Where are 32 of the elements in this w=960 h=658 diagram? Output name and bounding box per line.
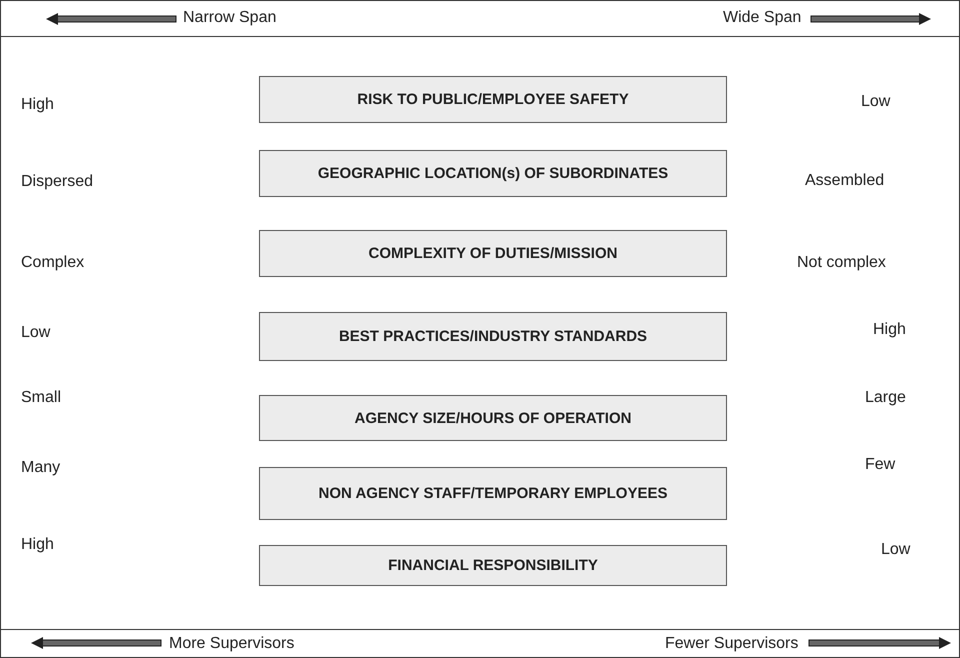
factor-label: FINANCIAL RESPONSIBILITY	[388, 557, 598, 574]
factor-label: NON AGENCY STAFF/TEMPORARY EMPLOYEES	[318, 485, 668, 502]
supervisors-label: More Supervisors	[169, 635, 294, 653]
span-label: Narrow Span	[183, 9, 276, 27]
factor-box	[259, 467, 727, 520]
scale-end-label: Complex	[21, 254, 84, 272]
factor-label: COMPLEXITY OF DUTIES/MISSION	[368, 245, 618, 262]
factor-box	[259, 150, 727, 197]
scale-end-label: Dispersed	[21, 173, 94, 191]
factor-box	[259, 312, 727, 361]
scale-end-label: Low	[21, 324, 50, 342]
factor-box	[259, 545, 727, 586]
scale-end-label: Small	[21, 389, 62, 407]
scale-end-label: Large	[865, 389, 906, 407]
scale-end-label: Low	[881, 541, 910, 559]
scale-end-label: High	[21, 536, 54, 554]
scale-end-label: Not complex	[797, 254, 886, 272]
scale-end-label: Many	[21, 459, 60, 477]
supervisors-label: Fewer Supervisors	[665, 635, 798, 653]
scale-end-label: Low	[861, 93, 890, 111]
scale-end-label: High	[21, 96, 54, 114]
factor-box	[259, 76, 727, 123]
span-label: Wide Span	[723, 9, 802, 27]
scale-end-label: Few	[865, 456, 896, 474]
scale-end-label: High	[873, 321, 906, 339]
factor-label: BEST PRACTICES/INDUSTRY STANDARDS	[338, 328, 648, 345]
factor-label: GEOGRAPHIC LOCATION(s) OF SUBORDINATES	[318, 165, 668, 182]
factor-label: RISK TO PUBLIC/EMPLOYEE SAFETY	[357, 91, 629, 108]
factor-box	[259, 395, 727, 441]
factor-label: AGENCY SIZE/HOURS OF OPERATION	[354, 410, 632, 426]
factor-box	[259, 230, 727, 277]
scale-end-label: Assembled	[805, 172, 884, 190]
